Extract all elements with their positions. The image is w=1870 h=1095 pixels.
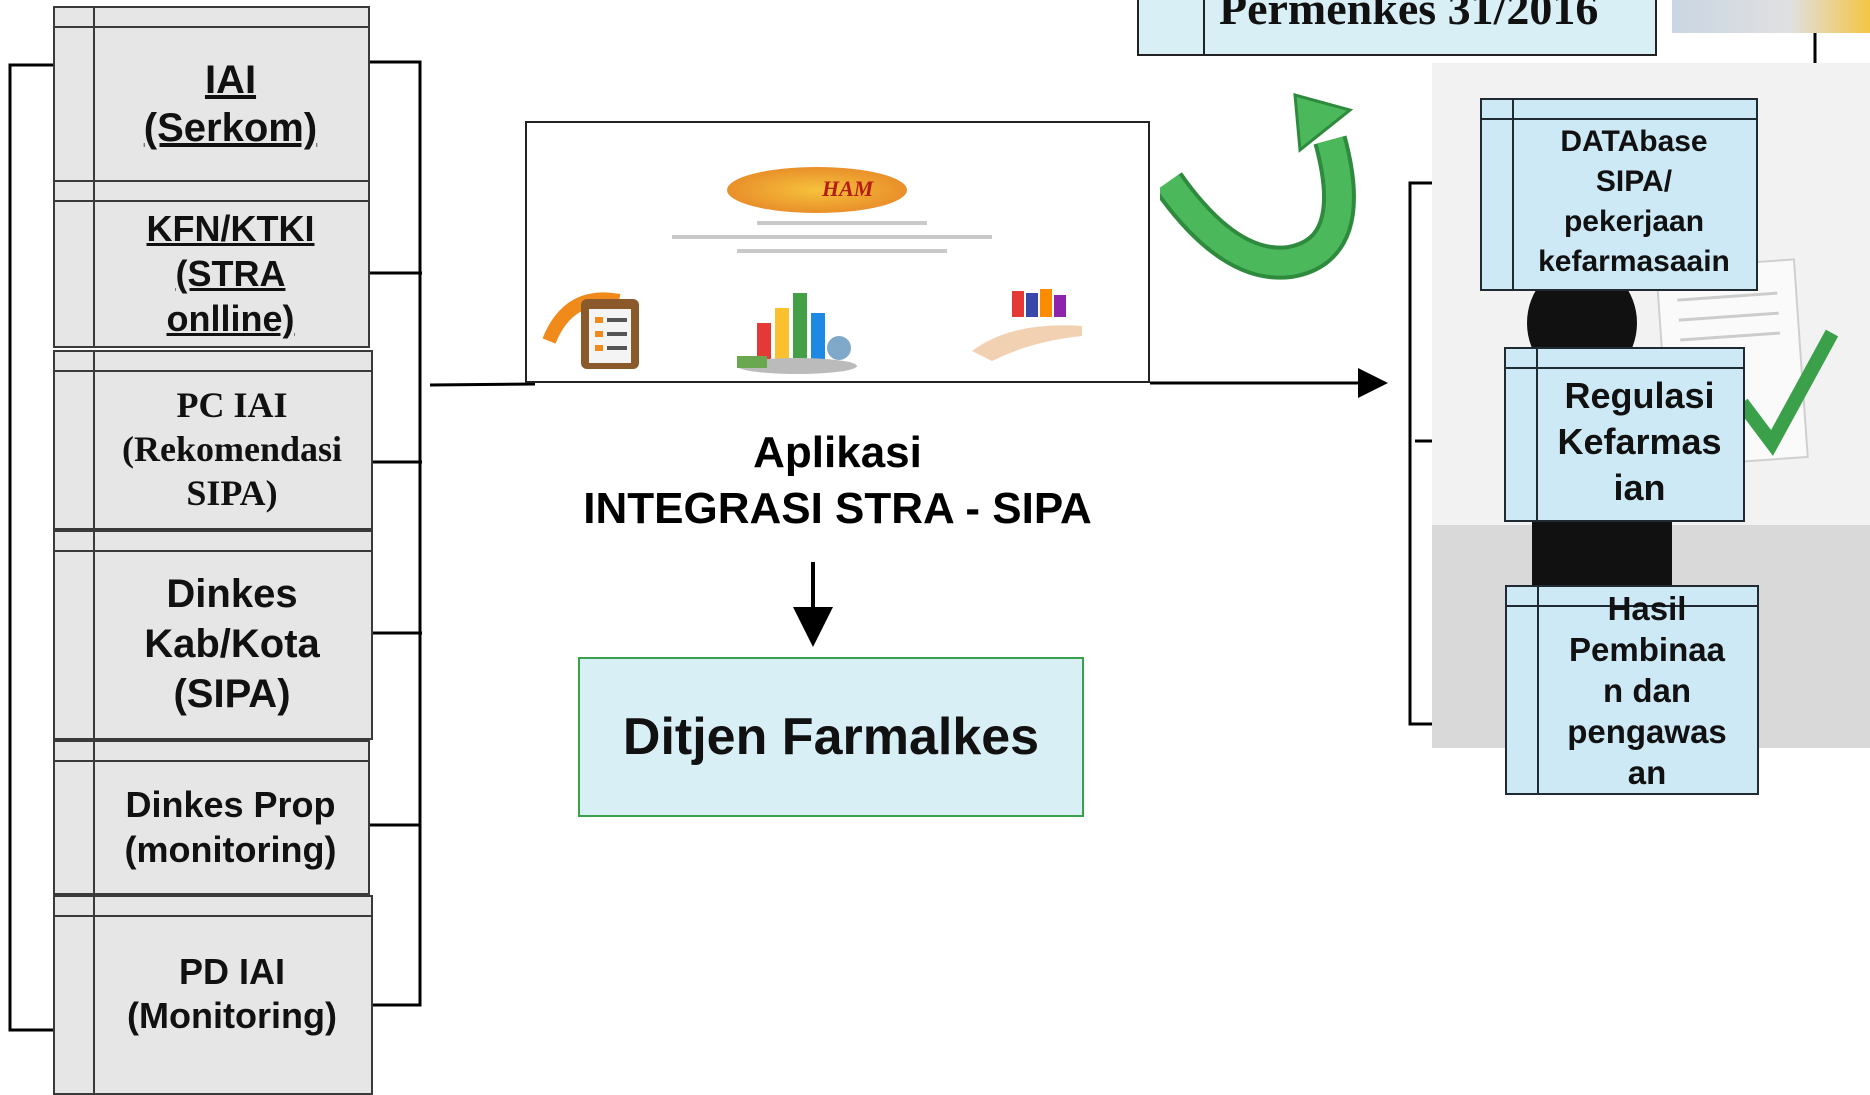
regulasi-line-2: Kefarmas xyxy=(1557,420,1722,462)
hasil-pembinaan-box: Hasil Pembinaa n dan pengawas an xyxy=(1505,585,1759,795)
dinkes-kab-sublabel-1: Kab/Kota xyxy=(144,622,320,666)
dinkes-prop-box: Dinkes Prop (monitoring) xyxy=(53,740,370,895)
cropped-image-corner xyxy=(1672,0,1870,33)
regulasi-line-3: ian xyxy=(1613,466,1666,508)
hasil-line-5: an xyxy=(1627,753,1667,791)
hasil-line-2: Pembinaa xyxy=(1569,630,1725,668)
ham-logo: HAM xyxy=(727,167,907,213)
checkmark-icon xyxy=(1736,329,1839,456)
kfn-sublabel-2: onlline) xyxy=(166,297,295,339)
pd-iai-sublabel: (Monitoring) xyxy=(127,995,337,1036)
database-line-1: DATAbase xyxy=(1560,124,1708,158)
database-line-2: SIPA/ xyxy=(1595,164,1673,198)
green-curved-arrow-icon xyxy=(1160,92,1356,280)
ham-logo-text: HAM xyxy=(822,176,874,201)
dinkes-kab-label: Dinkes xyxy=(166,572,298,616)
pc-iai-box: PC IAI (Rekomendasi SIPA) xyxy=(53,350,373,530)
dinkes-kab-box: Dinkes Kab/Kota (SIPA) xyxy=(53,530,373,740)
pd-iai-label: PD IAI xyxy=(178,951,285,992)
hasil-line-4: pengawas xyxy=(1567,712,1727,750)
address-lines xyxy=(672,235,992,239)
permenkes-box: Permenkes 31/2016 xyxy=(1137,0,1657,56)
iai-box: IAI (Serkom) xyxy=(53,6,370,184)
address-lines xyxy=(737,249,947,253)
pc-iai-label: PC IAI xyxy=(176,385,288,425)
iai-sublabel: (Serkom) xyxy=(143,106,318,150)
kfn-sublabel-1: (STRA xyxy=(175,252,286,294)
hasil-line-3: n dan xyxy=(1603,671,1691,709)
address-lines xyxy=(757,221,927,225)
hasil-line-1: Hasil xyxy=(1607,589,1687,627)
database-line-4: kefarmasaain xyxy=(1538,244,1730,278)
ditjen-label: Ditjen Farmalkes xyxy=(622,708,1040,766)
clipboard-icon xyxy=(542,292,639,369)
dinkes-kab-sublabel-2: (SIPA) xyxy=(173,672,291,716)
database-sipa-box: DATAbase SIPA/ pekerjaan kefarmasaain xyxy=(1480,98,1758,291)
ditjen-box: Ditjen Farmalkes xyxy=(578,657,1084,817)
database-line-3: pekerjaan xyxy=(1563,204,1705,238)
app-title-line2: INTEGRASI STRA - SIPA xyxy=(583,484,1092,533)
permenkes-label: Permenkes 31/2016 xyxy=(1219,0,1599,34)
pc-iai-sublabel-2: SIPA) xyxy=(186,473,278,513)
iai-label: IAI xyxy=(204,58,257,102)
dinkes-prop-sublabel: (monitoring) xyxy=(124,828,337,870)
kfn-label: KFN/KTKI xyxy=(146,207,315,249)
pd-iai-box: PD IAI (Monitoring) xyxy=(53,895,373,1095)
app-banner: HAM xyxy=(525,121,1150,383)
regulasi-box: Regulasi Kefarmas ian xyxy=(1504,347,1745,522)
dinkes-prop-label: Dinkes Prop xyxy=(125,783,336,825)
hand-products-icon xyxy=(972,289,1082,361)
chart-money-icon xyxy=(737,293,857,374)
regulasi-line-1: Regulasi xyxy=(1564,374,1715,416)
kfn-ktki-box: KFN/KTKI (STRA onlline) xyxy=(53,180,370,348)
app-title-line1: Aplikasi xyxy=(753,428,922,477)
pc-iai-sublabel-1: (Rekomendasi xyxy=(121,429,342,469)
